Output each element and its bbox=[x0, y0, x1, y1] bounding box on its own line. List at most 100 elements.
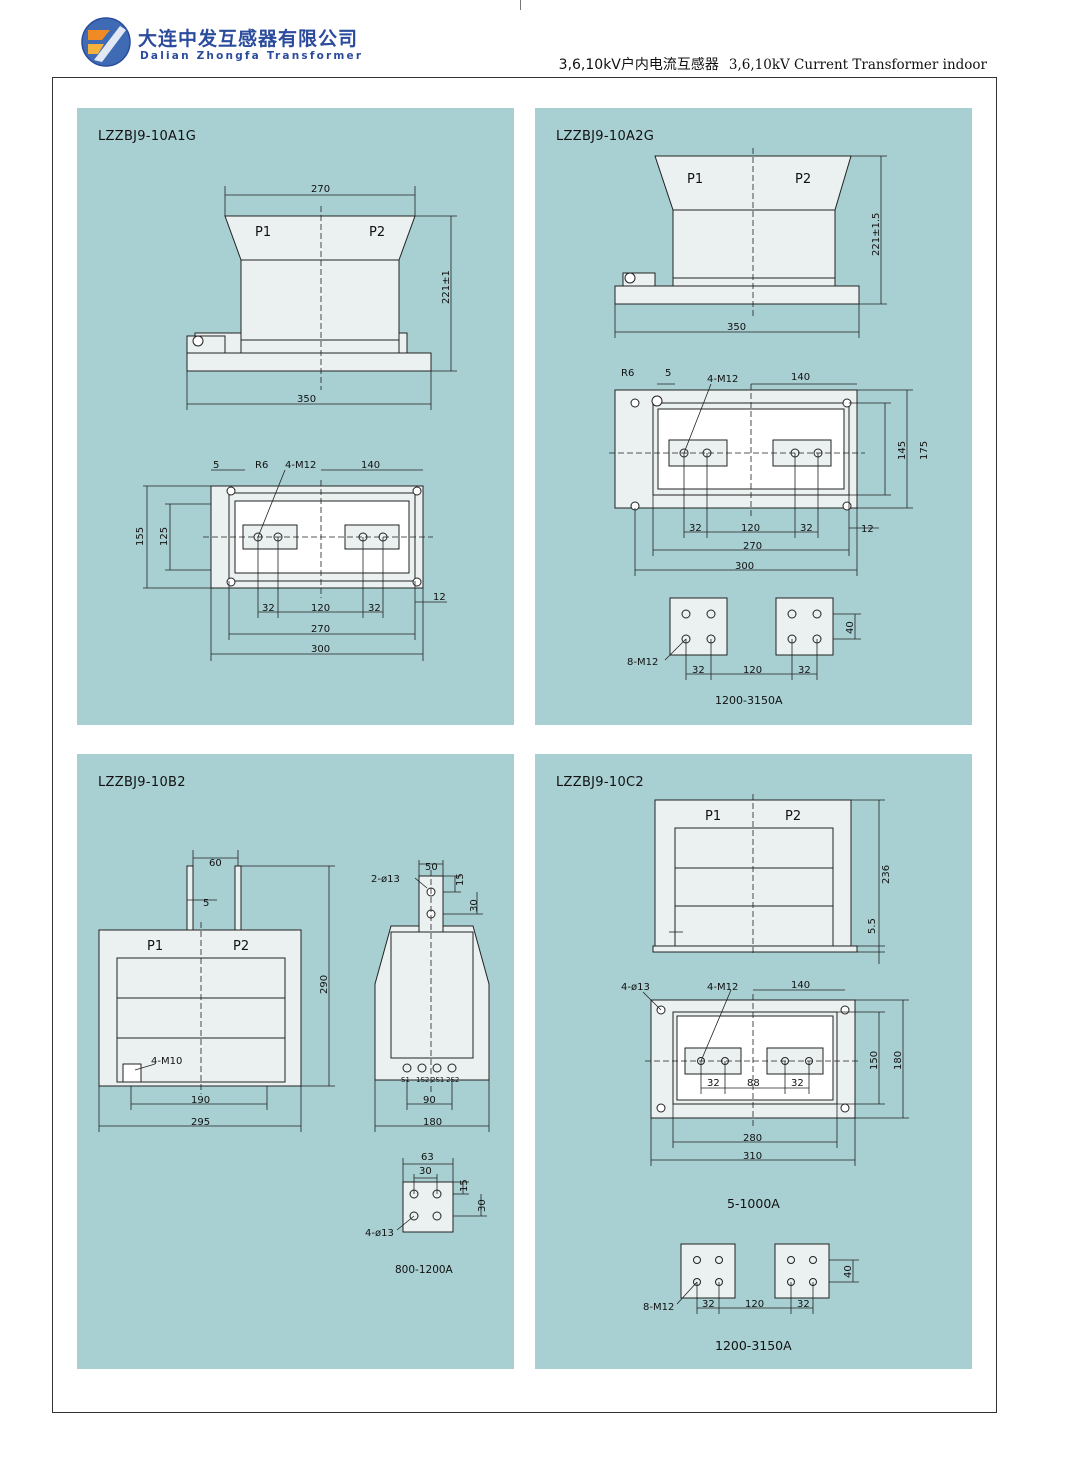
dim-150: 150 bbox=[869, 1051, 880, 1070]
dim-40: 40 bbox=[843, 1265, 854, 1278]
p1-label: P1 bbox=[705, 809, 721, 824]
dim-295: 295 bbox=[191, 1117, 210, 1128]
dim-32b: 32 bbox=[791, 1078, 804, 1089]
m12b-label: 8-M12 bbox=[643, 1302, 674, 1313]
dim-63: 63 bbox=[421, 1152, 434, 1163]
dim-32a: 32 bbox=[689, 523, 702, 534]
dim-30: 30 bbox=[469, 899, 480, 912]
document-title-cn: 3,6,10kV户内电流互感器 bbox=[558, 57, 719, 73]
page-frame bbox=[52, 77, 997, 1413]
dim-190: 190 bbox=[191, 1095, 210, 1106]
panel-lzzbj9-10b2: LZZBJ9-10B2 P1 P2 60 5 290 bbox=[77, 754, 514, 1369]
dim-t30: 30 bbox=[419, 1166, 432, 1177]
dim-t30b: 30 bbox=[477, 1199, 488, 1212]
dim-t32a: 32 bbox=[692, 665, 705, 676]
dim-300: 300 bbox=[735, 561, 754, 572]
dim-32a: 32 bbox=[262, 603, 275, 614]
r6-label: R6 bbox=[255, 460, 268, 471]
panel-lzzbj9-10a2g: LZZBJ9-10A2G P1 P2 221±1.5 350 bbox=[535, 108, 972, 725]
drawing-a2g: P1 P2 221±1.5 350 bbox=[609, 148, 930, 680]
m12-label: 4-M12 bbox=[285, 460, 316, 471]
dim-236: 236 bbox=[881, 865, 892, 884]
current-range-caption-2: 1200-3150A bbox=[715, 1338, 792, 1353]
panel-title: LZZBJ9-10A2G bbox=[556, 129, 655, 144]
dim-t32b: 32 bbox=[798, 665, 811, 676]
p1-label: P1 bbox=[147, 939, 163, 954]
dim-175: 175 bbox=[919, 441, 930, 460]
dim-12: 12 bbox=[861, 524, 874, 535]
drawing-c2: P1 P2 236 5.5 bbox=[621, 794, 909, 1314]
s1-label: S1 bbox=[401, 1076, 410, 1084]
current-range-caption: 1200-3150A bbox=[715, 694, 783, 707]
p2-label: P2 bbox=[785, 809, 801, 824]
1s2-label: 1S2 bbox=[416, 1076, 429, 1084]
dim-32a: 32 bbox=[707, 1078, 720, 1089]
dim-221: 221±1 bbox=[441, 270, 452, 304]
dim-180: 180 bbox=[423, 1117, 442, 1128]
dim-60: 60 bbox=[209, 858, 222, 869]
dim-t120: 120 bbox=[743, 665, 762, 676]
m12-label: 4-M12 bbox=[707, 982, 738, 993]
dim-140: 140 bbox=[361, 460, 380, 471]
dim-5: 5 bbox=[213, 460, 219, 471]
top-tick bbox=[520, 0, 521, 10]
panel-title: LZZBJ9-10B2 bbox=[98, 775, 186, 790]
m10-label: 4-M10 bbox=[151, 1056, 182, 1067]
dim-145: 145 bbox=[897, 441, 908, 460]
dim-350: 350 bbox=[727, 322, 746, 333]
dim-32b: 32 bbox=[368, 603, 381, 614]
document-title-en: 3,6,10kV Current Transformer indoor bbox=[728, 57, 987, 73]
p2-label: P2 bbox=[233, 939, 249, 954]
dim-140: 140 bbox=[791, 980, 810, 991]
dim-90: 90 bbox=[423, 1095, 436, 1106]
page-header: 大连中发互感器有限公司 Dalian Zhongfa Transformer 3… bbox=[0, 0, 1080, 78]
r6-label: R6 bbox=[621, 368, 634, 379]
dim-5: 5 bbox=[665, 368, 671, 379]
panel-lzzbj9-10a1g: LZZBJ9-10A1G P1 P2 270 221±1 350 bbox=[77, 108, 514, 725]
dim-5.5: 5.5 bbox=[867, 918, 878, 934]
dim-300: 300 bbox=[311, 644, 330, 655]
dim-310: 310 bbox=[743, 1151, 762, 1162]
company-logo bbox=[81, 17, 131, 67]
panel-lzzbj9-10c2: LZZBJ9-10C2 P1 P2 236 5.5 bbox=[535, 754, 972, 1369]
dim-155: 155 bbox=[135, 527, 146, 546]
2s1-label: 2S1 bbox=[431, 1076, 444, 1084]
dim-15: 15 bbox=[455, 873, 466, 886]
dim-120: 120 bbox=[741, 523, 760, 534]
dim-270b: 270 bbox=[311, 624, 330, 635]
dim-140: 140 bbox=[791, 372, 810, 383]
dim-221: 221±1.5 bbox=[871, 213, 882, 256]
drawing-a1g: P1 P2 270 221±1 350 bbox=[135, 184, 457, 661]
dim-5: 5 bbox=[203, 898, 209, 909]
dim-12: 12 bbox=[433, 592, 446, 603]
o13b-label: 4-ø13 bbox=[365, 1228, 394, 1239]
dim-50: 50 bbox=[425, 862, 438, 873]
dim-40: 40 bbox=[845, 621, 856, 634]
company-name-en: Dalian Zhongfa Transformer bbox=[140, 50, 364, 62]
dim-t15: 15 bbox=[459, 1179, 470, 1192]
dim-270: 270 bbox=[743, 541, 762, 552]
dim-270: 270 bbox=[311, 184, 330, 195]
p1-label: P1 bbox=[255, 225, 271, 240]
company-name-cn: 大连中发互感器有限公司 bbox=[138, 28, 359, 50]
o13-label: 4-ø13 bbox=[621, 982, 650, 993]
panel-title: LZZBJ9-10A1G bbox=[98, 129, 197, 144]
dim-280: 280 bbox=[743, 1133, 762, 1144]
dim-350: 350 bbox=[297, 394, 316, 405]
dim-120: 120 bbox=[311, 603, 330, 614]
drawing-b2: P1 P2 60 5 290 4-M10 190 295 bbox=[98, 850, 490, 1239]
dim-180: 180 bbox=[893, 1051, 904, 1070]
dim-t32a: 32 bbox=[702, 1299, 715, 1310]
m12b-label: 8-M12 bbox=[627, 657, 658, 668]
2s2-label: 2S2 bbox=[446, 1076, 459, 1084]
dim-t120: 120 bbox=[745, 1299, 764, 1310]
dim-125: 125 bbox=[159, 527, 170, 546]
dim-88: 88 bbox=[747, 1078, 760, 1089]
dim-t32b: 32 bbox=[797, 1299, 810, 1310]
document-title: 3,6,10kV户内电流互感器 3,6,10kV Current Transfor… bbox=[559, 54, 987, 74]
current-range-caption: 800-1200A bbox=[395, 1264, 453, 1276]
p2-label: P2 bbox=[795, 172, 811, 187]
dim-290: 290 bbox=[319, 975, 330, 994]
p1-label: P1 bbox=[687, 172, 703, 187]
panel-title: LZZBJ9-10C2 bbox=[556, 775, 644, 790]
